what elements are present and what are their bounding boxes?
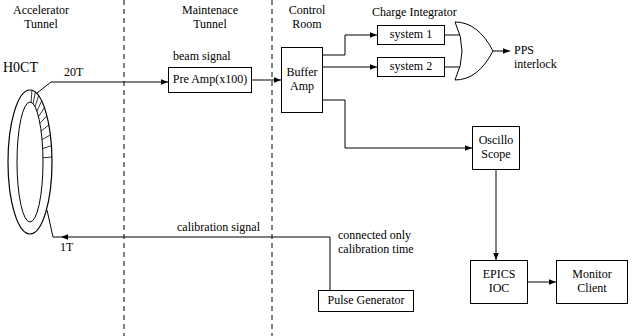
- node-text: EPICS IOC: [474, 268, 524, 296]
- signal-connector: [252, 80, 281, 81]
- ring-outer: [8, 90, 52, 234]
- ioc-box: EPICS IOC: [470, 260, 528, 304]
- signal-connector: [528, 282, 556, 283]
- zone-divider: [272, 0, 273, 336]
- gate-input-wire: [445, 35, 461, 36]
- coil-winding: [39, 108, 45, 117]
- node-text: Monitor Client: [560, 268, 624, 296]
- gate-output-wire: [493, 51, 510, 52]
- switch-note: connected only calibration time: [338, 229, 438, 257]
- signal-connector: [61, 237, 330, 290]
- current-transformer: H0CT: [3, 60, 61, 246]
- node-text: Buffer Amp: [285, 66, 319, 94]
- coil-winding: [40, 116, 47, 124]
- group-title: Charge Integrator: [372, 6, 457, 20]
- coil-winding: [43, 156, 52, 158]
- integrator-box: system 2: [377, 57, 445, 77]
- turns-label: 20T: [64, 66, 83, 80]
- signal-connector: [61, 82, 168, 83]
- coil-winding: [35, 96, 39, 107]
- client-box: Monitor Client: [556, 260, 628, 304]
- node-text: Pulse Generator: [328, 294, 405, 308]
- signal-connector: [323, 100, 472, 148]
- edge-label: beam signal: [172, 50, 232, 64]
- node-text: H0CT: [3, 60, 38, 76]
- turns-label: 1T: [60, 241, 73, 255]
- signal-connector: [323, 67, 377, 68]
- pulse-generator-box: Pulse Generator: [318, 290, 414, 312]
- node-text: system 1: [390, 28, 432, 42]
- oscilloscope-box: Oscillo Scope: [472, 126, 520, 170]
- coil-winding: [37, 101, 42, 111]
- coil-lead: [37, 82, 61, 93]
- coil-winding: [42, 135, 50, 139]
- buffer-box: Buffer Amp: [281, 47, 323, 113]
- or-gate: [455, 22, 493, 80]
- gate-input-wire: [445, 67, 461, 68]
- output-label: PPS interlock: [514, 44, 566, 72]
- zone-title: Accelerator Tunnel: [6, 4, 76, 32]
- coil-winding: [43, 146, 52, 149]
- coil-winding: [41, 125, 49, 131]
- signal-connector: [496, 170, 497, 260]
- node-text: Oscillo Scope: [476, 134, 516, 162]
- zone-title: Maintenace Tunnel: [176, 4, 244, 32]
- node-text: Pre Amp(x100): [173, 73, 247, 87]
- node-text: system 2: [390, 60, 432, 74]
- edge-label: calibration signal: [176, 221, 261, 235]
- preamp-box: Pre Amp(x100): [168, 67, 252, 93]
- coil-lead: [47, 210, 61, 237]
- zone-title: Control Room: [282, 4, 332, 32]
- signal-connector: [323, 35, 377, 55]
- coil-winding: [31, 90, 33, 102]
- coil-winding: [33, 92, 35, 104]
- integrator-box: system 1: [377, 25, 445, 45]
- zone-divider: [124, 0, 125, 336]
- ring-illustration: [3, 60, 61, 246]
- ring-inner: [17, 102, 43, 222]
